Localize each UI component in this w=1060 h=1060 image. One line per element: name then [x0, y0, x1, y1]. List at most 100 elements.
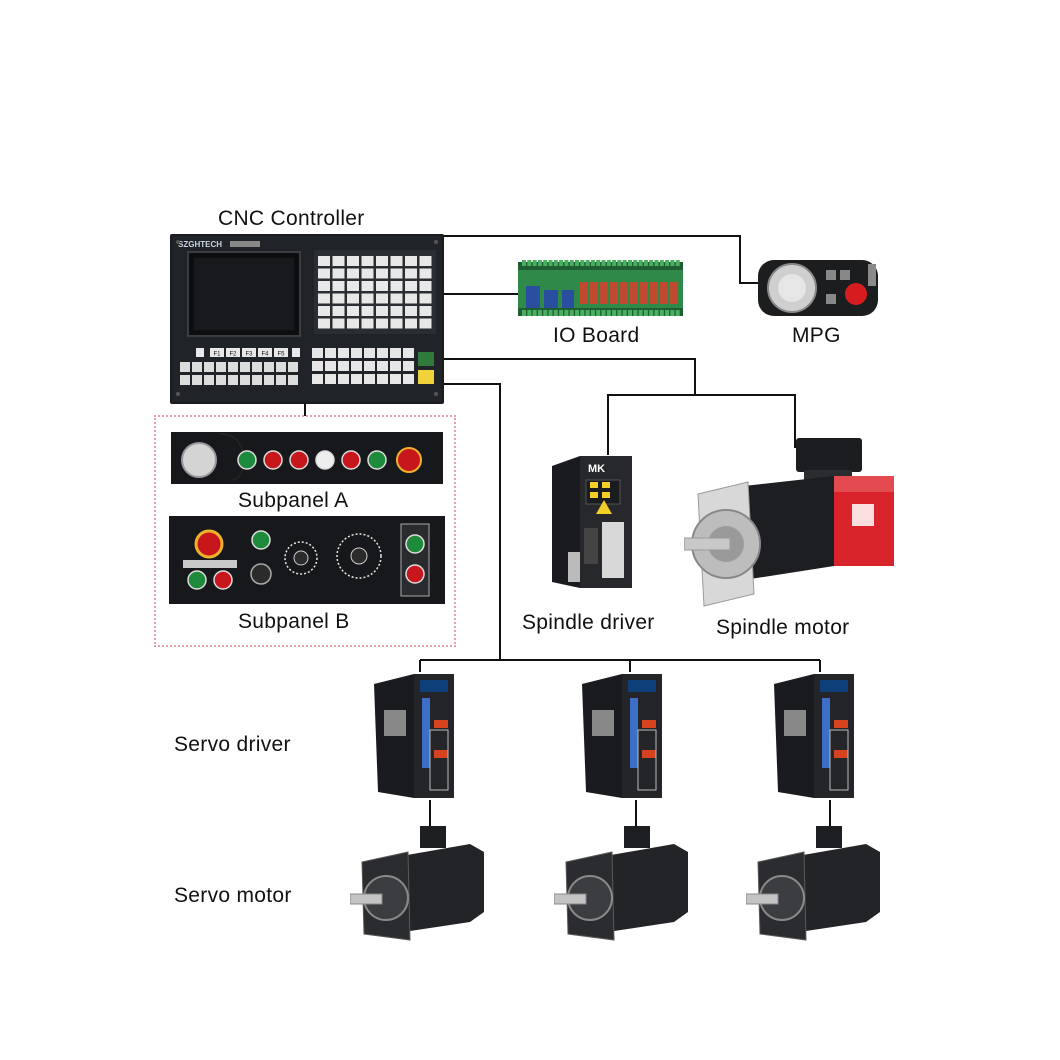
key: [419, 268, 432, 279]
key: [376, 306, 388, 316]
key: [361, 306, 374, 316]
panel-button: [237, 450, 257, 470]
spindle-motor: [684, 438, 894, 607]
function-key-row: F1 F2 F3 F4 F5: [196, 348, 300, 358]
label-subpanel-b: Subpanel B: [238, 610, 350, 633]
key: [347, 318, 359, 329]
brand-badge: MK: [588, 463, 605, 475]
label-spindle-driver: Spindle driver: [522, 611, 655, 634]
key: [419, 256, 432, 266]
handwheel-icon: [181, 442, 217, 478]
mpg-handwheel: [758, 260, 878, 316]
key: [332, 268, 345, 279]
subpanel-a: [171, 432, 443, 484]
panel-button: [289, 450, 309, 470]
key: [405, 268, 417, 279]
label-servo-driver: Servo driver: [174, 733, 291, 756]
key: [419, 293, 432, 304]
cnc-controller: SZGHTECH F1 F2 F3 F4 F5: [170, 234, 444, 404]
servo-driver: [582, 674, 662, 798]
brand-logo: SZGHTECH: [178, 240, 222, 249]
key: [376, 256, 388, 266]
key: [318, 306, 330, 316]
emergency-stop-icon: [845, 283, 867, 305]
label-mpg: MPG: [792, 324, 841, 347]
label-servo-motor: Servo motor: [174, 884, 292, 907]
panel-button: [341, 450, 361, 470]
subpanel-b: [169, 516, 445, 604]
servo-driver: [374, 674, 454, 798]
key: [361, 256, 374, 266]
emergency-stop-icon: [194, 529, 224, 559]
key: [361, 318, 374, 329]
key: [419, 281, 432, 291]
fkey-label: F3: [245, 352, 253, 358]
fan-icon: [384, 710, 406, 736]
fkey-label: F4: [261, 352, 269, 358]
key: [347, 293, 359, 304]
wire-spindle-split: [607, 394, 796, 455]
label-spindle-motor: Spindle motor: [716, 616, 850, 639]
servo-motor: [746, 826, 880, 941]
panel-button: [367, 450, 387, 470]
fkey-label: F2: [229, 352, 237, 358]
key: [332, 293, 345, 304]
key: [361, 268, 374, 279]
key: [390, 306, 403, 316]
key: [390, 293, 403, 304]
key: [347, 268, 359, 279]
fan-icon: [784, 710, 806, 736]
wire-cnc-servo: [440, 383, 501, 660]
label-subpanel-a: Subpanel A: [238, 489, 349, 512]
key: [419, 306, 432, 316]
key: [347, 256, 359, 266]
key: [390, 268, 403, 279]
label-cnc-controller: CNC Controller: [218, 207, 365, 230]
io-board: [518, 260, 683, 316]
key: [419, 318, 432, 329]
key: [390, 281, 403, 291]
subpanel-group-frame: [154, 415, 456, 647]
key: [332, 256, 345, 266]
key: [405, 293, 417, 304]
label-io-board: IO Board: [553, 324, 640, 347]
wire-cnc-mpg: [440, 235, 760, 284]
key: [405, 306, 417, 316]
fkey-label: F5: [277, 352, 285, 358]
servo-driver: [774, 674, 854, 798]
key: [405, 281, 417, 291]
key: [318, 281, 330, 291]
key: [347, 306, 359, 316]
key: [376, 318, 388, 329]
key: [332, 318, 345, 329]
key: [318, 318, 330, 329]
key: [405, 318, 417, 329]
fkey-label: F1: [213, 352, 221, 358]
potentiometer-icon: [250, 563, 272, 585]
key: [332, 306, 345, 316]
main-keypad: [314, 250, 436, 334]
bottom-keypad: [180, 348, 414, 385]
key: [332, 281, 345, 291]
emergency-stop-icon: [396, 447, 422, 473]
wire-cnc-spindle: [440, 358, 696, 395]
spindle-driver: MK: [552, 456, 632, 588]
panel-button: [315, 450, 335, 470]
panel-button: [263, 450, 283, 470]
key: [318, 293, 330, 304]
key: [405, 256, 417, 266]
key: [376, 268, 388, 279]
servo-motor: [350, 826, 484, 941]
key: [318, 256, 330, 266]
key: [376, 281, 388, 291]
key: [376, 293, 388, 304]
key: [361, 293, 374, 304]
key: [318, 268, 330, 279]
key: [390, 318, 403, 329]
servo-motor: [554, 826, 688, 941]
key: [347, 281, 359, 291]
fan-icon: [592, 710, 614, 736]
key: [390, 256, 403, 266]
key: [361, 281, 374, 291]
